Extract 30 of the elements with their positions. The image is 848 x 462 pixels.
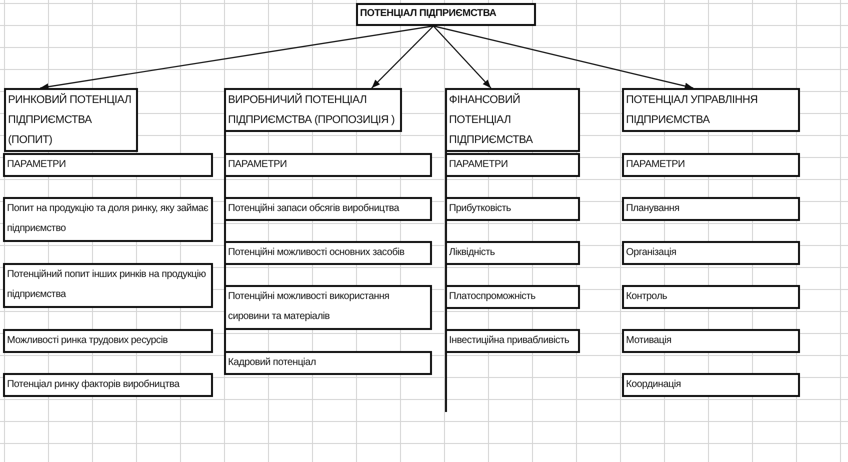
arrow (432, 26, 492, 88)
arrow (433, 25, 694, 90)
parameter-box: Інвестиційна привабливість (445, 329, 580, 353)
root-box: ПОТЕНЦІАЛ ПІДПРИЄМСТВА (356, 3, 536, 26)
parameter-box: Потенційні запаси обсягів виробництва (224, 197, 432, 221)
parameter-box: Платоспроможність (445, 285, 580, 309)
category-box: РИНКОВИЙ ПОТЕНЦІАЛ ПІДПРИЄМСТВА (ПОПИТ) (4, 88, 138, 152)
parameter-box: ПАРАМЕТРИ (445, 153, 580, 177)
parameter-box: Прибутковість (445, 197, 580, 221)
parameter-box: ПАРАМЕТРИ (622, 153, 800, 177)
parameter-box: Попит на продукцію та доля ринку, яку займає підприємство (3, 197, 213, 242)
parameter-box: ПАРАМЕТРИ (224, 153, 432, 177)
category-box: ПОТЕНЦІАЛ УПРАВЛІННЯ ПІДПРИЄМСТВА (622, 88, 800, 132)
parameter-box: Контроль (622, 285, 800, 309)
parameter-box: ПАРАМЕТРИ (3, 153, 213, 177)
parameter-box: Організація (622, 241, 800, 265)
parameter-box: Потенціал ринку факторів виробництва (3, 373, 213, 397)
parameter-box: Кадровий потенціал (224, 351, 432, 375)
parameter-box: Потенційний попит інших ринків на продукцію підприємства (3, 263, 213, 308)
category-box: ВИРОБНИЧИЙ ПОТЕНЦІАЛ ПІДПРИЄМСТВА (ПРОПОЗИЦІЯ ) (224, 88, 402, 132)
parameter-box: Планування (622, 197, 800, 221)
parameter-box: Ліквідність (445, 241, 580, 265)
parameter-box: Мотивація (622, 329, 800, 353)
parameter-box: Можливості ринка трудових ресурсів (3, 329, 213, 353)
parameter-box: Координація (622, 373, 800, 397)
category-box: ФІНАНСОВИЙ ПОТЕНЦІАЛ ПІДПРИЄМСТВА (445, 88, 580, 152)
parameter-box: Потенційні можливості основних засобів (224, 241, 432, 265)
arrow (40, 25, 434, 90)
parameter-box: Потенційні можливості використання сировини та матеріалів (224, 285, 432, 330)
arrow (371, 26, 434, 88)
